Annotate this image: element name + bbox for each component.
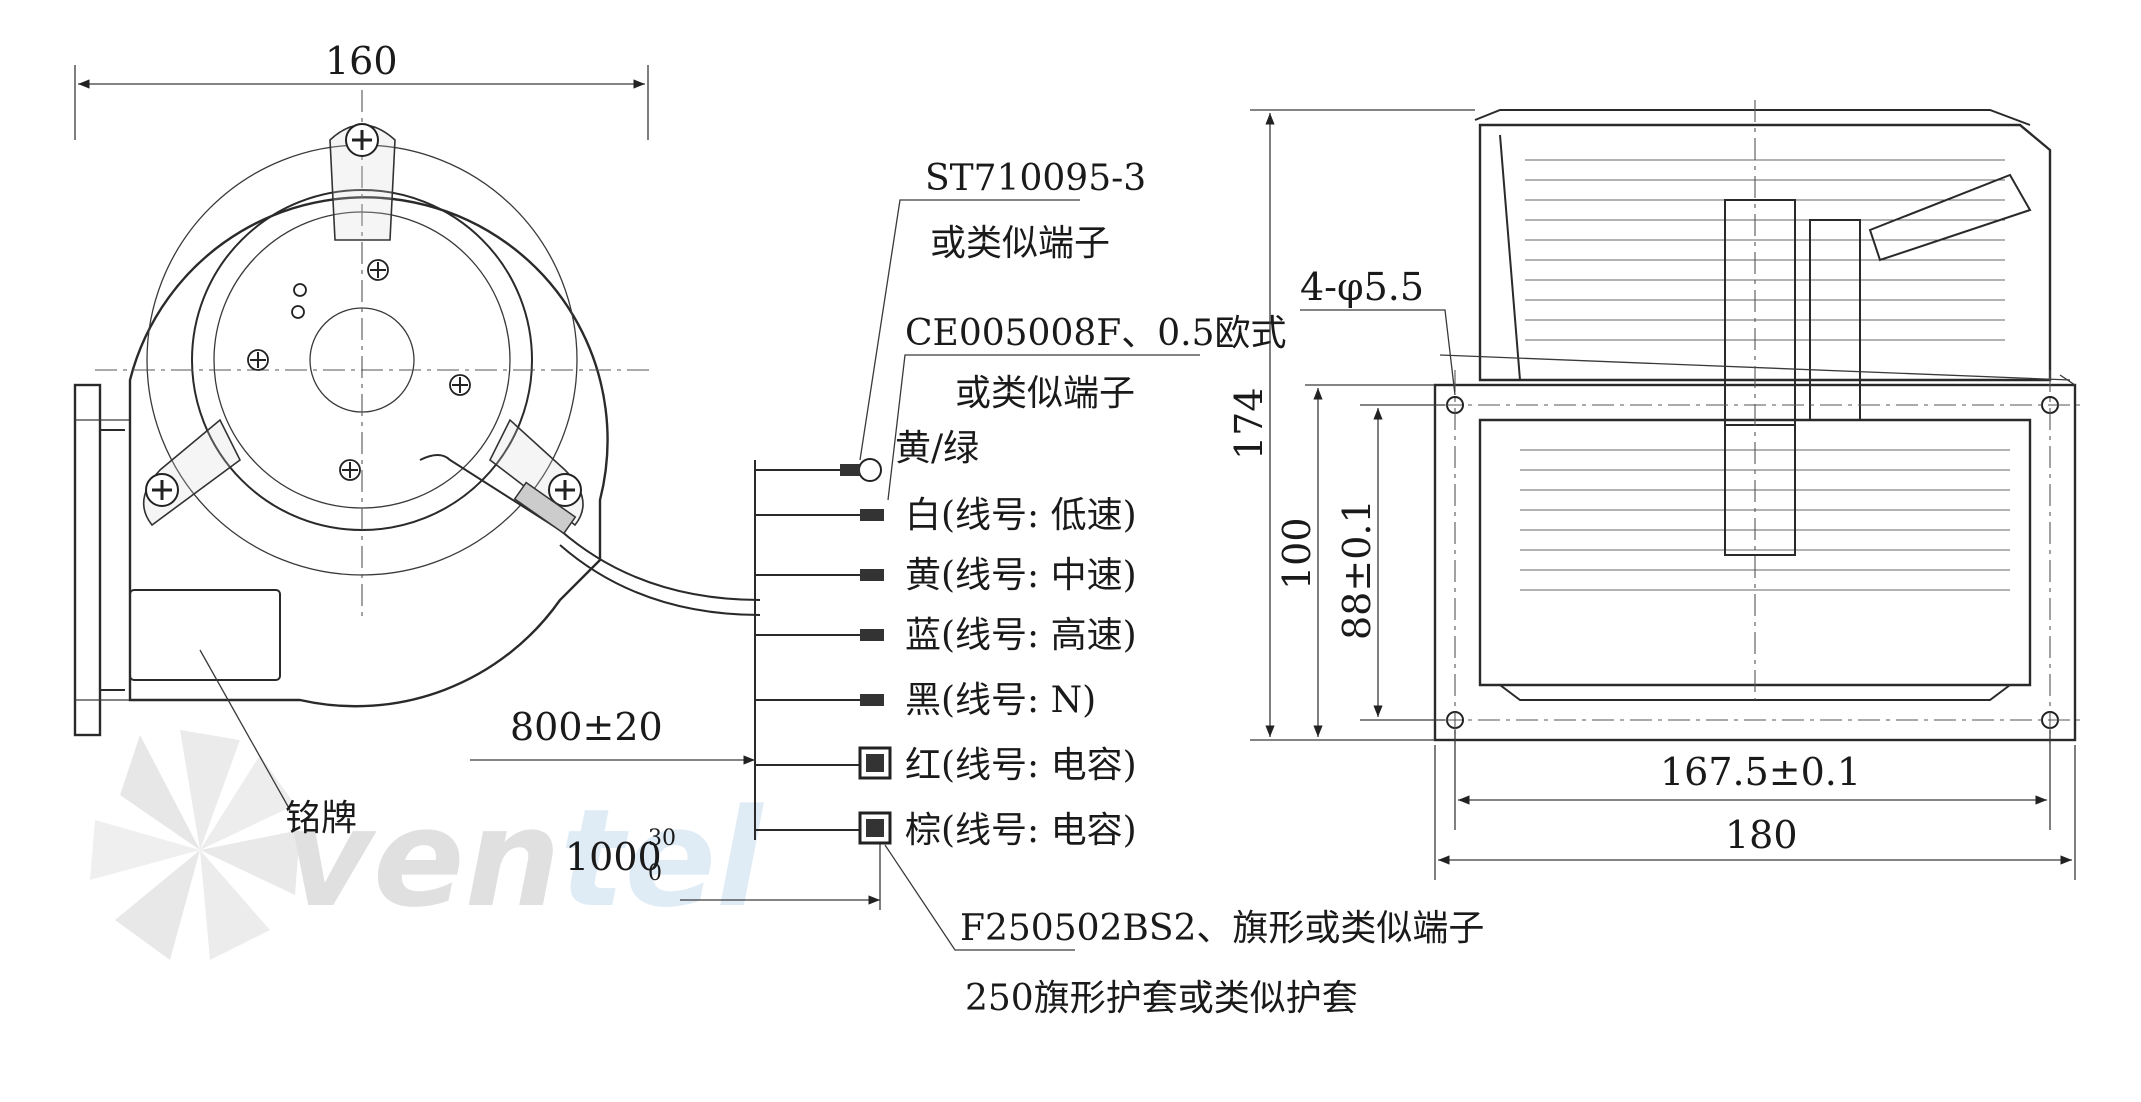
dim-167: 167.5±0.1 (1660, 750, 1861, 794)
wire-label-red: 红(线号: 电容) (905, 745, 1137, 786)
dim-hole: 4-φ5.5 (1300, 265, 1424, 309)
dim-88: 88±0.1 (1335, 499, 1379, 640)
wire-label-yellow: 黄(线号: 中速) (905, 555, 1137, 596)
arm-screw-left (145, 473, 179, 507)
watermark-logo: ven tel (90, 730, 764, 960)
dim-1000: 1000 (565, 835, 662, 879)
ce-terminal-desc: 或类似端子 (955, 373, 1135, 414)
nameplate (129, 589, 281, 681)
st-terminal-desc: 或类似端子 (930, 223, 1110, 264)
side-view: 4-φ5.5 174 100 88±0.1 167.5±0.1 180 (1227, 100, 2080, 880)
wire-label-white: 白(线号: 低速) (905, 495, 1137, 536)
st-terminal-part: ST710095-3 (925, 158, 1146, 199)
wire-label-yellow-green: 黄/绿 (895, 428, 979, 469)
front-view: 160 (73, 39, 761, 839)
wire-label-blue: 蓝(线号: 高速) (905, 615, 1137, 656)
flag-terminal-part: F250502BS2、旗形或类似端子 (960, 908, 1484, 949)
dim-180: 180 (1725, 813, 1798, 857)
dim-800: 800±20 (510, 705, 663, 749)
ce-terminal-part: CE005008F、0.5欧式 (905, 313, 1286, 354)
dim-174: 174 (1227, 387, 1271, 460)
wiring-diagram: 800±20 1000 30 0 ST710095-3 或类似端子 (470, 158, 1484, 1019)
dim-100: 100 (1275, 517, 1319, 590)
wire-label-brown: 棕(线号: 电容) (905, 810, 1137, 851)
arm-screw-right (548, 473, 582, 507)
watermark-text-blue: tel (560, 780, 764, 937)
impeller-fins-bottom (1520, 449, 2010, 591)
nameplate-label: 铭牌 (285, 798, 357, 839)
wire-label-black: 黑(线号: N) (905, 680, 1096, 721)
flag-terminal-desc: 250旗形护套或类似护套 (965, 978, 1358, 1019)
watermark-text-grey: ven (285, 780, 561, 937)
dim-160: 160 (325, 39, 398, 83)
arm-screw-top (345, 123, 379, 157)
dim-1000-upper: 30 (648, 826, 676, 851)
mount-holes (1446, 396, 2059, 729)
impeller-fins-top (1525, 159, 2005, 341)
dim-1000-lower: 0 (648, 861, 662, 886)
